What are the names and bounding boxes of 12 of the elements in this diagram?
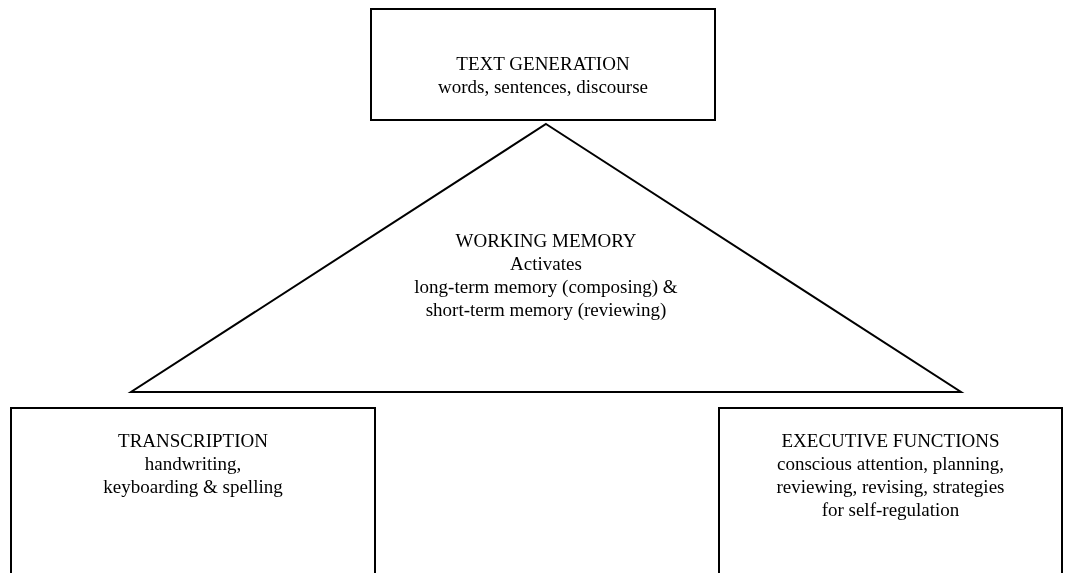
body-text: conscious attention, planning, reviewing, revising, strategies for self-regulation — [775, 452, 1006, 521]
body-text: handwriting, keyboarding & spelling — [102, 452, 284, 498]
heading-text: EXECUTIVE FUNCTIONS — [780, 429, 1001, 452]
heading-text: TRANSCRIPTION — [117, 429, 269, 452]
process-box — [718, 407, 1063, 573]
body-text: long-term memory (composing) & short-term memory (reviewing) — [413, 275, 679, 321]
process-box — [10, 407, 376, 573]
heading-text: WORKING MEMORY — [454, 229, 638, 252]
process-box — [370, 8, 716, 121]
body-text: words, sentences, discourse — [437, 75, 649, 98]
body-text: Activates — [509, 252, 583, 275]
heading-text: TEXT GENERATION — [455, 52, 631, 75]
